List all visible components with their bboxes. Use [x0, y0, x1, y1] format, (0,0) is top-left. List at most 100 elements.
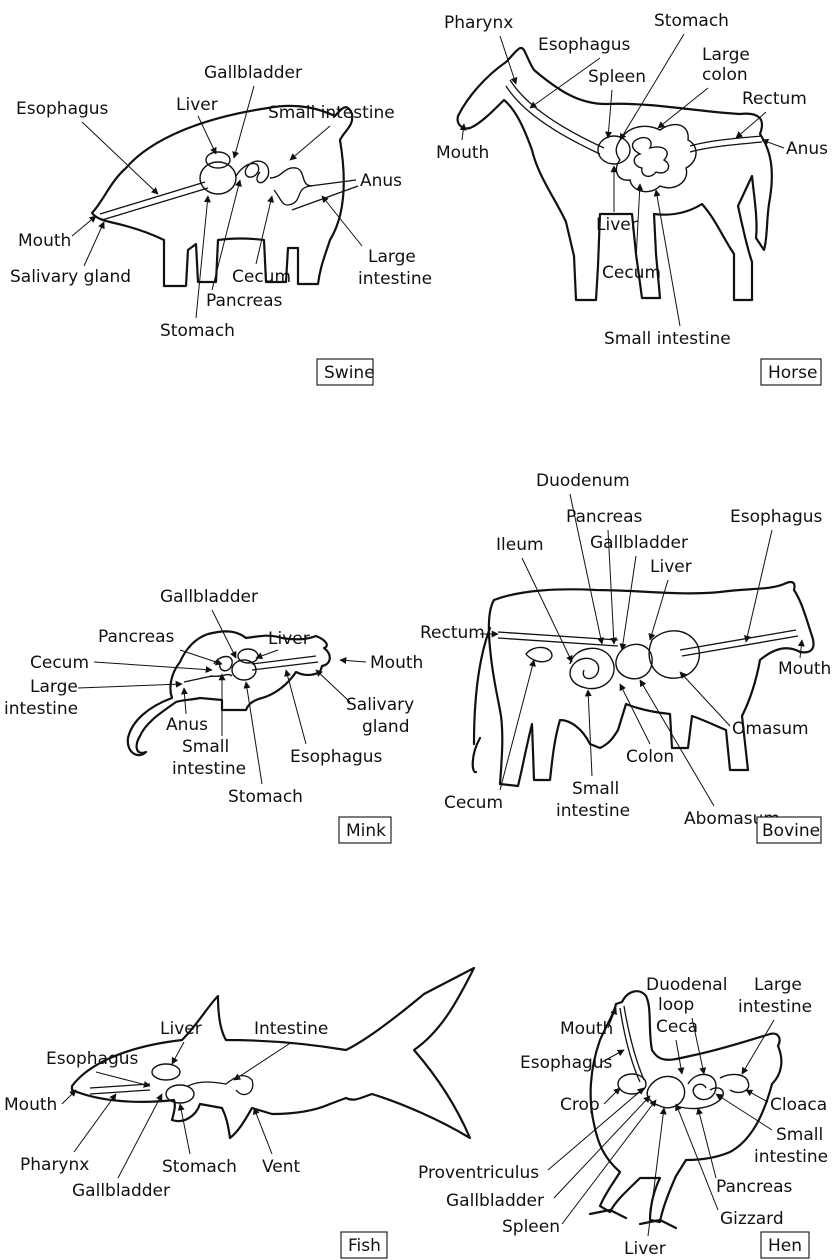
- hen-caption: Hen: [768, 1236, 802, 1256]
- mink-label-salivary-gland-2: gland: [362, 717, 410, 737]
- swine-label-small-intestine: Small intestine: [268, 103, 395, 123]
- bovine-label-small-intestine-2: intestine: [556, 801, 630, 821]
- mink-esophagus-tube: [252, 656, 318, 670]
- swine-esophagus-tube: [100, 182, 208, 220]
- bovine-label-pancreas: Pancreas: [566, 507, 643, 527]
- hen-label-crop: Crop: [560, 1095, 600, 1115]
- fish-label-mouth: Mouth: [4, 1095, 57, 1115]
- swine-large-intestine-organ: [274, 180, 358, 210]
- bovine-arrow-liver: [650, 580, 668, 640]
- bovine-label-mouth: Mouth: [778, 659, 831, 679]
- swine-label-pancreas: Pancreas: [206, 291, 283, 311]
- hen-gizzard-organ: [647, 1076, 684, 1107]
- mink-arrow-esophagus: [286, 670, 306, 744]
- bovine-caption: Bovine: [762, 821, 820, 841]
- swine-arrow-small-intestine: [290, 126, 330, 160]
- horse-label-liver: Liver: [596, 215, 638, 235]
- hen-label-pancreas: Pancreas: [716, 1177, 793, 1197]
- horse-arrow-small-intestine: [656, 190, 680, 326]
- fish-arrow-liver: [172, 1042, 184, 1064]
- fish-liver-organ: [152, 1064, 180, 1080]
- fish-arrow-vent: [254, 1108, 272, 1154]
- bovine-arrow-mouth: [800, 640, 802, 658]
- fish-label-pharynx: Pharynx: [20, 1155, 89, 1175]
- horse-arrow-large-colon: [658, 88, 708, 128]
- fish-arrow-pharynx: [74, 1094, 116, 1152]
- mink-label-salivary-gland-1: Salivary: [346, 695, 414, 715]
- horse-rectum-tube: [690, 136, 762, 152]
- hen-label-duodenal-loop-2: loop: [658, 995, 694, 1015]
- horse-label-mouth: Mouth: [436, 143, 489, 163]
- hen-label-liver: Liver: [624, 1239, 666, 1259]
- hen-label-duodenal-loop-1: Duodenal: [646, 975, 727, 995]
- bovine-label-esophagus: Esophagus: [730, 507, 823, 527]
- horse-colon-organ: [616, 125, 696, 192]
- horse-label-small-intestine: Small intestine: [604, 329, 731, 349]
- hen-label-proventriculus: Proventriculus: [418, 1163, 539, 1183]
- swine-arrow-esophagus: [82, 122, 158, 194]
- hen-label-gizzard: Gizzard: [720, 1209, 784, 1229]
- panel-hen: Duodenal loop Large intestine Mouth Ceca…: [418, 975, 828, 1259]
- mink-label-pancreas: Pancreas: [98, 627, 175, 647]
- horse-label-rectum: Rectum: [742, 89, 807, 109]
- swine-body-outline: [92, 106, 352, 286]
- mink-arrow-liver: [256, 650, 278, 658]
- hen-label-esophagus: Esophagus: [520, 1053, 613, 1073]
- bovine-arrow-cecum: [500, 660, 534, 790]
- horse-caption: Horse: [768, 363, 818, 383]
- fish-arrow-mouth: [62, 1090, 76, 1104]
- hen-arrow-crop: [604, 1088, 620, 1104]
- swine-label-cecum: Cecum: [232, 267, 291, 287]
- horse-label-cecum: Cecum: [602, 263, 661, 283]
- fish-label-intestine: Intestine: [254, 1019, 328, 1039]
- horse-label-esophagus: Esophagus: [538, 35, 631, 55]
- bovine-arrow-omasum: [680, 672, 730, 726]
- bovine-label-colon: Colon: [626, 747, 674, 767]
- bovine-label-liver: Liver: [650, 557, 692, 577]
- horse-arrow-spleen: [608, 90, 612, 138]
- fish-arrow-gallbladder: [118, 1094, 162, 1178]
- fish-label-vent: Vent: [262, 1157, 301, 1177]
- mink-arrow-stomach: [246, 682, 262, 784]
- hen-label-mouth: Mouth: [560, 1019, 613, 1039]
- horse-label-anus: Anus: [786, 139, 828, 159]
- hen-label-large-intestine-1: Large: [754, 975, 802, 995]
- mink-label-liver: Liver: [268, 629, 310, 649]
- fish-arrow-intestine: [234, 1042, 292, 1080]
- horse-label-large-colon-2: colon: [702, 65, 748, 85]
- swine-arrow-salivary-gland: [84, 222, 104, 266]
- fish-arrow-stomach: [180, 1104, 190, 1154]
- bovine-small-intestine-organ: [570, 648, 614, 688]
- hen-arrow-cloaca: [746, 1090, 768, 1102]
- mink-label-small-intestine-2: intestine: [172, 759, 246, 779]
- mink-arrow-mouth: [340, 660, 366, 662]
- panel-horse: Pharynx Esophagus Stomach Spleen Large c…: [436, 11, 828, 385]
- mink-arrow-large-intestine: [78, 684, 182, 688]
- panel-swine: Esophagus Liver Gallbladder Small intest…: [10, 63, 432, 385]
- bovine-arrow-colon: [620, 684, 650, 744]
- hen-label-spleen: Spleen: [502, 1217, 560, 1237]
- bovine-label-duodenum: Duodenum: [536, 471, 630, 491]
- bovine-label-rectum: Rectum: [420, 623, 485, 643]
- horse-label-large-colon-1: Large: [702, 45, 750, 65]
- mink-arrow-pancreas: [180, 650, 222, 664]
- swine-label-liver: Liver: [176, 95, 218, 115]
- fish-digestive-tract: [90, 1076, 253, 1095]
- bovine-arrow-ileum: [522, 558, 572, 662]
- mink-caption: Mink: [346, 821, 386, 841]
- hen-label-large-intestine-2: intestine: [738, 997, 812, 1017]
- mink-label-gallbladder: Gallbladder: [160, 587, 258, 607]
- mink-large-intestine-tube: [184, 676, 212, 682]
- mink-label-large-intestine-1: Large: [30, 677, 78, 697]
- swine-small-intestine-organ: [236, 161, 312, 186]
- horse-arrow-pharynx: [500, 36, 516, 84]
- bovine-label-omasum: Omasum: [732, 719, 809, 739]
- hen-label-cloaca: Cloaca: [770, 1095, 827, 1115]
- swine-arrow-mouth: [72, 216, 96, 236]
- fish-label-esophagus: Esophagus: [46, 1049, 139, 1069]
- mink-label-cecum: Cecum: [30, 653, 89, 673]
- horse-esophagus-tube: [506, 80, 604, 154]
- swine-label-stomach: Stomach: [160, 321, 235, 341]
- bovine-cecum-organ: [526, 647, 552, 661]
